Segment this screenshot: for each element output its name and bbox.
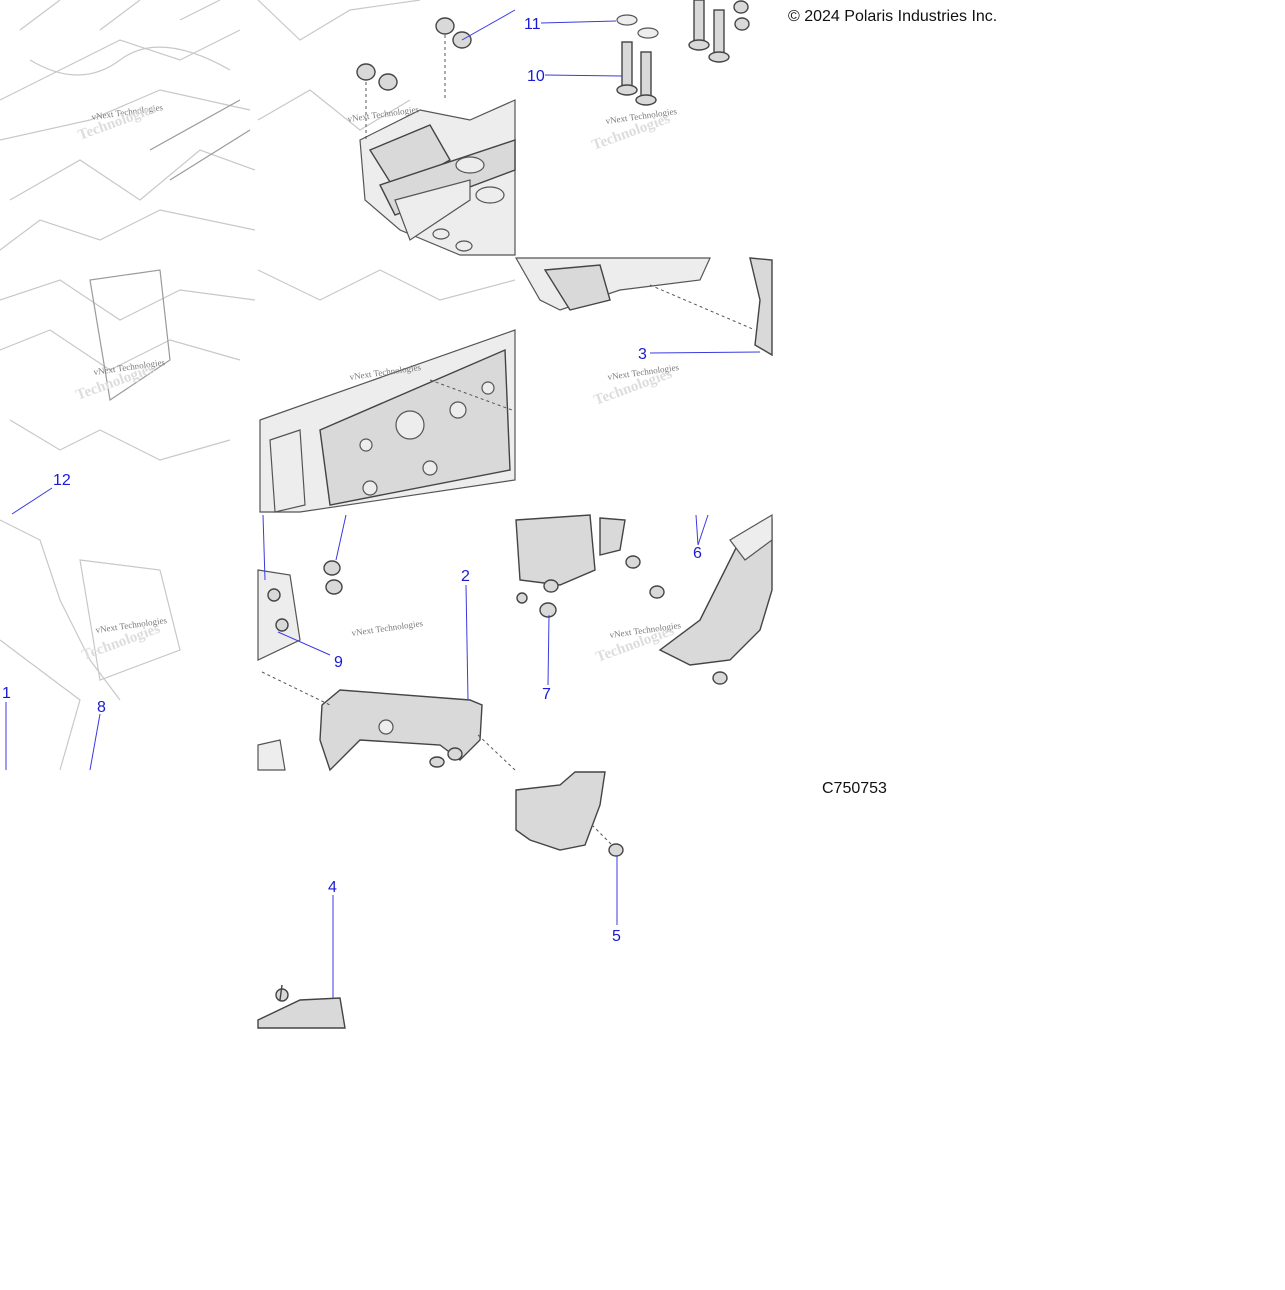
watermark-text: vNext Technologies — [351, 618, 424, 638]
watermark-text: Technologies — [76, 101, 159, 144]
callout-11: 11 — [524, 16, 541, 33]
frame-sketch-top-left — [0, 0, 256, 251]
hardware-bolts-washers — [616, 0, 750, 106]
leader-lines — [5, 9, 761, 998]
callout-5: 5 — [612, 928, 621, 945]
frame-side-plate — [257, 269, 516, 513]
callout-6: 6 — [693, 545, 702, 562]
frame-upper-mount — [257, 0, 516, 256]
callout-8: 8 — [97, 699, 106, 716]
mount-bracket-part-2 — [257, 560, 516, 772]
callout-1: 1 — [2, 685, 11, 702]
callout-10: 10 — [527, 68, 545, 85]
arm-and-bolts-area — [515, 513, 773, 685]
figure-id: C750753 — [822, 780, 887, 797]
callout-9: 9 — [334, 654, 343, 671]
callout-2: 2 — [461, 568, 470, 585]
callout-3: 3 — [638, 346, 647, 363]
frame-sketch-mid-left — [0, 269, 256, 461]
callout-labels: 11 10 3 12 2 6 9 7 1 8 4 5 — [2, 16, 702, 945]
frame-sketch-lower-left — [0, 519, 181, 771]
lower-tube-part-4 — [257, 984, 346, 1029]
copyright-notice: © 2024 Polaris Industries Inc. — [788, 8, 998, 25]
callout-7: 7 — [542, 686, 551, 703]
bracket-part-3-area — [514, 257, 773, 357]
callout-12: 12 — [53, 472, 71, 489]
callout-4: 4 — [328, 879, 337, 896]
tube-part-5 — [515, 771, 624, 857]
